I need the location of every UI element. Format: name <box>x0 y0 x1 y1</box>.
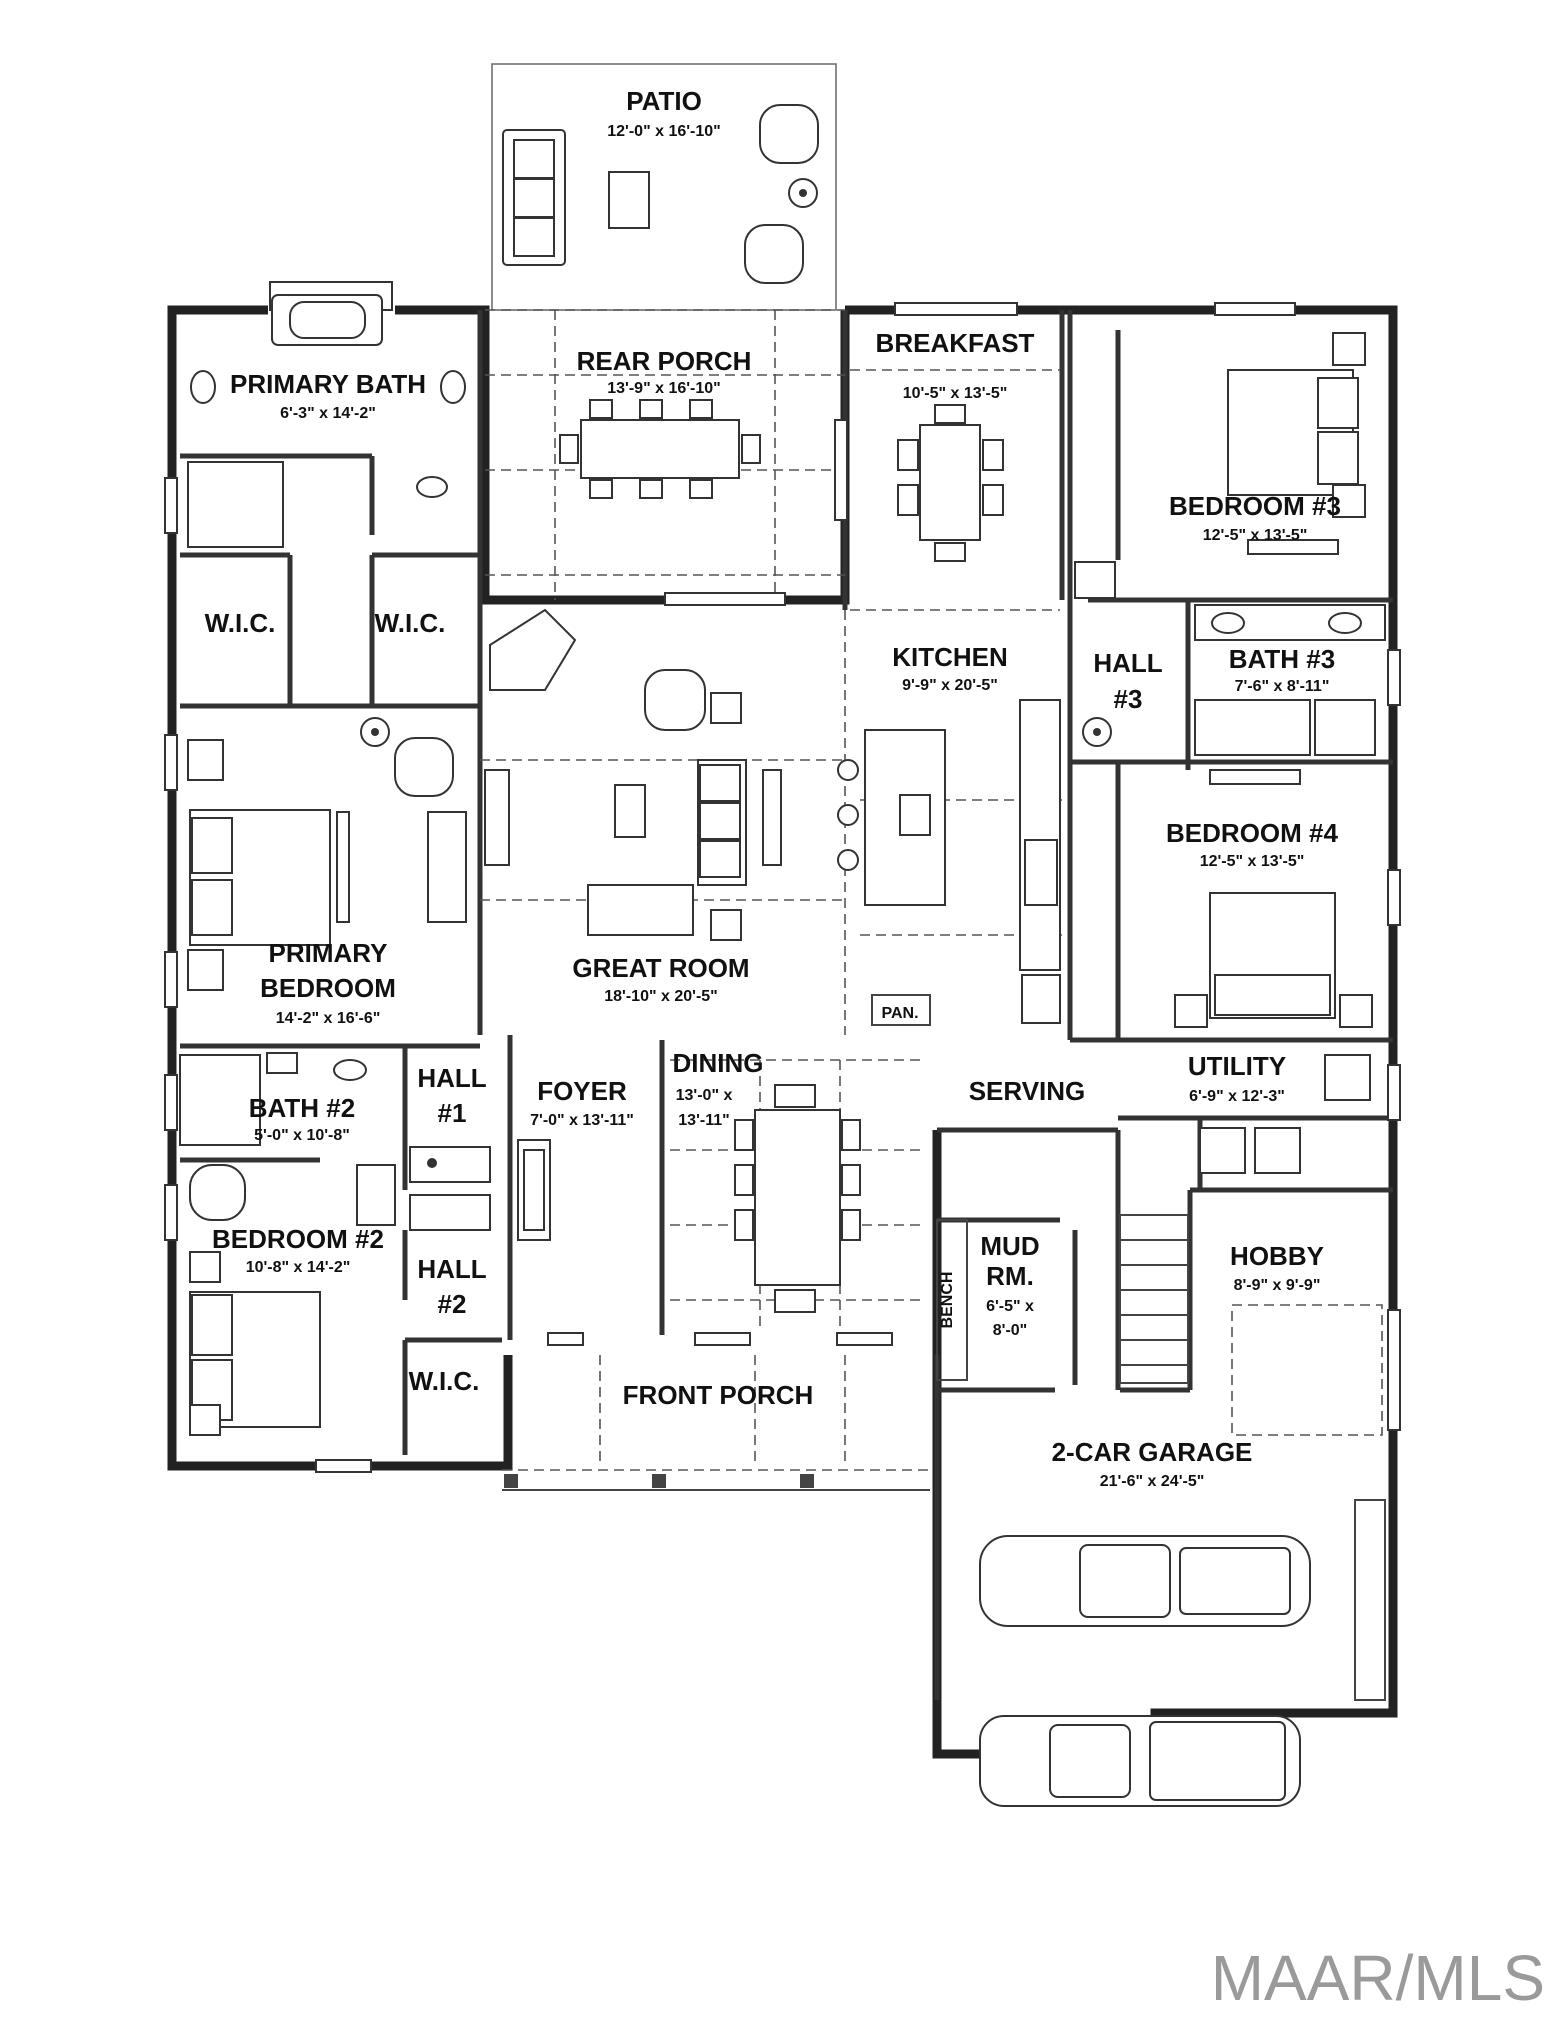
bedroom3-dim: 12'-5" x 13'-5" <box>1203 527 1308 544</box>
serving-label: SERVING <box>969 1076 1086 1106</box>
hall1-num: #1 <box>438 1098 467 1128</box>
kitchen-dim: 9'-9" x 20'-5" <box>902 677 998 694</box>
bath3-dim: 7'-6" x 8'-11" <box>1235 678 1330 695</box>
mud-room-label-1: MUD <box>980 1231 1039 1261</box>
dining-label: DINING <box>673 1048 764 1078</box>
wic-left-label: W.I.C. <box>205 608 276 638</box>
wic-bed2-label: W.I.C. <box>409 1366 480 1396</box>
patio-label: PATIO <box>626 86 702 116</box>
great-room-label: GREAT ROOM <box>572 953 749 983</box>
hall3-num: #3 <box>1114 684 1143 714</box>
patio-dim: 12'-0" x 16'-10" <box>607 123 721 140</box>
bench-label: BENCH <box>939 1272 956 1329</box>
bedroom2-label: BEDROOM #2 <box>212 1224 384 1254</box>
hall2-label: HALL <box>417 1254 486 1284</box>
patio-area <box>491 63 837 311</box>
utility-label: UTILITY <box>1188 1051 1286 1081</box>
hall2-num: #2 <box>438 1289 467 1319</box>
breakfast-label: BREAKFAST <box>876 328 1035 358</box>
garage-label: 2-CAR GARAGE <box>1052 1437 1253 1467</box>
kitchen-label: KITCHEN <box>892 642 1008 672</box>
rear-porch-dim: 13'-9" x 16'-10" <box>607 380 721 397</box>
bedroom4-label: BEDROOM #4 <box>1166 818 1338 848</box>
car-top <box>979 1535 1311 1627</box>
dining-dim-1: 13'-0" x <box>676 1087 733 1104</box>
mud-room-dim-1: 6'-5" x <box>986 1298 1034 1315</box>
primary-bath-label: PRIMARY BATH <box>230 369 426 399</box>
bath2-label: BATH #2 <box>249 1093 355 1123</box>
hall3-label: HALL <box>1093 648 1162 678</box>
breakfast-dim: 10'-5" x 13'-5" <box>903 385 1008 402</box>
room-labels: PATIO 12'-0" x 16'-10" REAR PORCH 13'-9"… <box>205 86 1341 1490</box>
dining-dim-2: 13'-11" <box>678 1112 729 1129</box>
front-porch-label: FRONT PORCH <box>623 1380 814 1410</box>
hall1-label: HALL <box>417 1063 486 1093</box>
great-room-dim: 18'-10" x 20'-5" <box>604 988 718 1005</box>
hobby-label: HOBBY <box>1230 1241 1324 1271</box>
bedroom3-label: BEDROOM #3 <box>1169 491 1341 521</box>
primary-bedroom-label-2: BEDROOM <box>260 973 396 1003</box>
mud-room-dim-2: 8'-0" <box>993 1322 1028 1339</box>
bath2-dim: 5'-0" x 10'-8" <box>254 1127 350 1144</box>
bedroom4-dim: 12'-5" x 13'-5" <box>1200 853 1305 870</box>
utility-dim: 6'-9" x 12'-3" <box>1189 1088 1285 1105</box>
car-bottom <box>979 1715 1301 1807</box>
mud-room-label-2: RM. <box>986 1261 1034 1291</box>
foyer-label: FOYER <box>537 1076 627 1106</box>
primary-bedroom-label-1: PRIMARY <box>269 938 388 968</box>
watermark: MAAR/MLS <box>1211 1942 1545 2014</box>
bath3-label: BATH #3 <box>1229 644 1335 674</box>
pantry-label: PAN. <box>881 1005 918 1022</box>
furniture <box>179 294 1386 1807</box>
garage-dim: 21'-6" x 24'-5" <box>1100 1473 1205 1490</box>
foyer-dim: 7'-0" x 13'-11" <box>530 1112 634 1129</box>
rear-porch-label: REAR PORCH <box>577 346 752 376</box>
hobby-dim: 8'-9" x 9'-9" <box>1234 1277 1321 1294</box>
primary-bath-dim: 6'-3" x 14'-2" <box>280 405 376 422</box>
wic-right-label: W.I.C. <box>375 608 446 638</box>
bedroom2-dim: 10'-8" x 14'-2" <box>246 1259 351 1276</box>
primary-bedroom-dim: 14'-2" x 16'-6" <box>276 1010 381 1027</box>
